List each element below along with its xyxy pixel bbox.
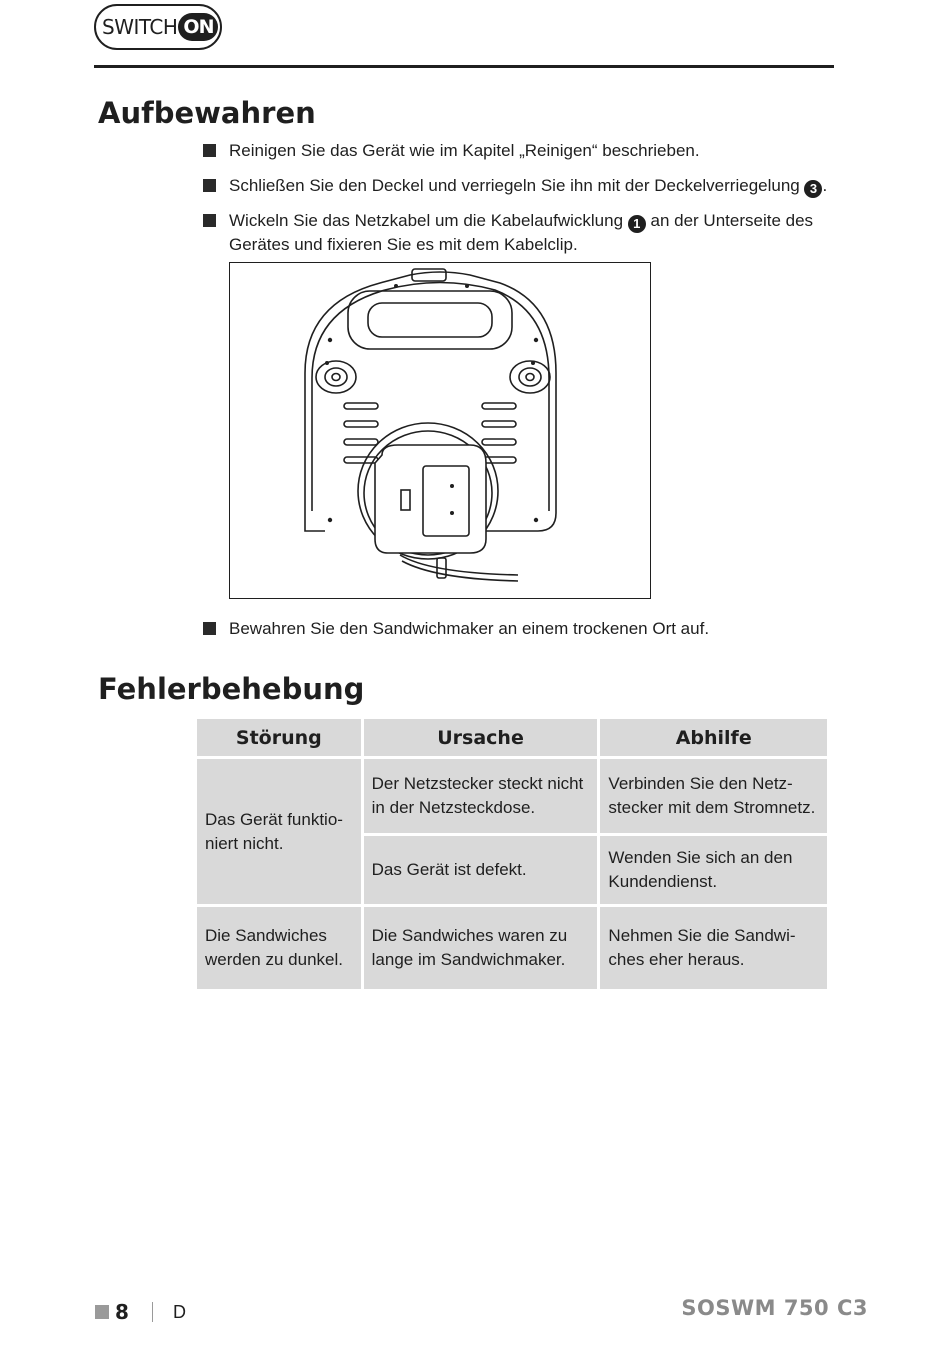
remedy-cell: Nehmen Sie die Sandwi-ches eher heraus. [600,907,827,989]
fault-cell: Die Sandwiches werden zu dunkel. [197,907,361,989]
section-title-storage: Aufbewahren [98,96,316,130]
footer-marker-square [95,1305,109,1319]
cause-cell: Das Gerät ist defekt. [363,836,598,904]
model-number: SOSWM 750 C3 [681,1296,868,1320]
bullet-square-icon [203,214,216,227]
troubleshooting-table: Störung Ursache Abhilfe Das Gerät funkti… [194,716,830,992]
cable-winding-illustration [229,262,651,599]
table-row: Das Gerät funktio-niert nicht. Der Netzs… [197,759,827,904]
step-text: Wickeln Sie das Netzkabel um die Kabelau… [229,211,624,230]
column-header-remedy: Abhilfe [600,719,827,756]
language-code: D [173,1302,186,1322]
table-row: Die Sandwiches werden zu dunkel. Die San… [197,907,827,989]
column-header-cause: Ursache [363,719,598,756]
appliance-underside-drawing [304,268,557,582]
table-header-row: Störung Ursache Abhilfe [197,719,827,756]
step-text-end: . [822,176,828,195]
bullet-square-icon [203,179,216,192]
callout-number-badge: 1 [627,215,646,233]
footer-divider [152,1302,153,1322]
remedy-cell: Verbinden Sie den Netz-stecker mit dem S… [600,759,827,833]
bullet-square-icon [203,622,216,635]
column-header-fault: Störung [197,719,361,756]
storage-step-4: Bewahren Sie den Sandwichmaker an einem … [203,617,709,640]
storage-step-1: Reinigen Sie das Gerät wie im Kapitel „R… [203,139,700,162]
table-row: Das Gerät ist defekt. Wenden Sie sich an… [197,836,827,904]
cause-cell: Die Sandwiches waren zu lange im Sandwic… [363,907,598,989]
cause-cell: Der Netzstecker steckt nicht in der Netz… [363,759,598,833]
logo-on-badge: ON [178,13,219,41]
step-text-end: an der Unterseite des Gerätes und fixier… [229,211,814,254]
storage-step-3: Wickeln Sie das Netzkabel um die Kabelau… [203,209,823,256]
logo-text: SWITCH [102,15,178,39]
step-text: Reinigen Sie das Gerät wie im Kapitel „R… [229,141,700,160]
fault-cell: Das Gerät funktio-niert nicht. [197,759,361,904]
bullet-square-icon [203,144,216,157]
storage-step-2: Schließen Sie den Deckel und verriegeln … [203,174,827,198]
callout-number-badge: 3 [804,180,823,198]
remedy-cell: Wenden Sie sich an den Kundendienst. [600,836,827,904]
page-number: 8 [115,1300,129,1324]
step-text: Bewahren Sie den Sandwichmaker an einem … [229,619,710,638]
step-text: Schließen Sie den Deckel und verriegeln … [229,176,800,195]
header-rule [94,65,834,68]
section-title-troubleshooting: Fehlerbehebung [98,672,365,706]
